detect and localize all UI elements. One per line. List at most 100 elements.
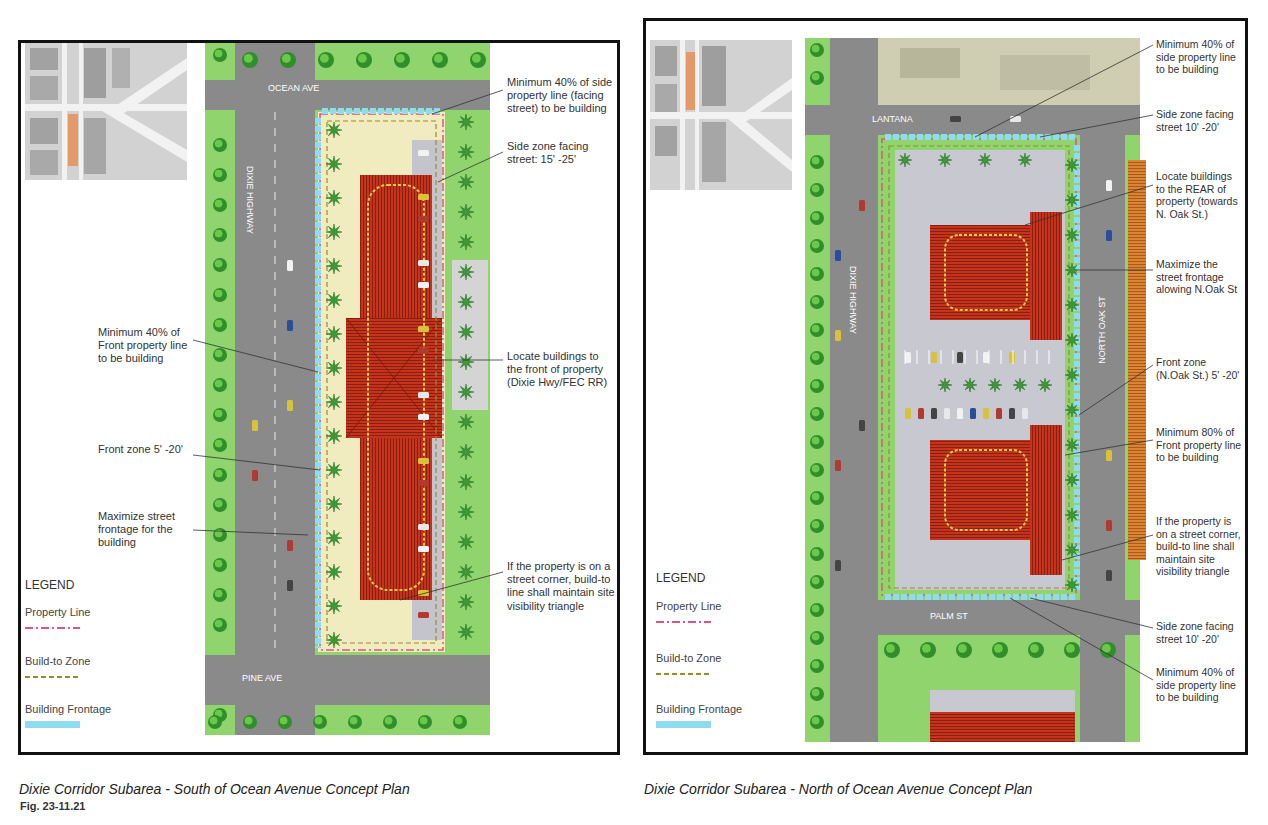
tree — [812, 269, 820, 277]
tree — [884, 642, 900, 658]
tree — [810, 407, 824, 421]
legend-label: Build-to Zone — [656, 652, 721, 665]
tree — [213, 618, 227, 632]
car — [1022, 408, 1028, 419]
tree — [215, 620, 223, 628]
tree — [810, 631, 824, 645]
palm-tree — [326, 564, 342, 580]
tree — [812, 157, 820, 165]
tree — [242, 52, 258, 68]
palm-tree — [1065, 228, 1079, 242]
palm-tree — [326, 190, 342, 206]
tree — [956, 642, 972, 658]
car — [1106, 450, 1112, 461]
car — [983, 408, 989, 419]
car — [287, 580, 293, 591]
car — [905, 352, 911, 363]
palm-tree — [326, 292, 342, 308]
tree — [394, 52, 410, 68]
car — [418, 392, 429, 398]
tree — [213, 48, 227, 62]
palm-tree — [1038, 378, 1052, 392]
palm-tree — [326, 360, 342, 376]
tree — [810, 323, 824, 337]
car — [835, 460, 841, 471]
north-site-plan — [805, 38, 1146, 742]
leader-line — [193, 340, 318, 372]
palm-tree — [458, 594, 474, 610]
car — [418, 458, 429, 464]
tree — [1028, 642, 1044, 658]
leader-line — [193, 455, 320, 470]
tree — [994, 644, 1003, 653]
tree — [810, 43, 824, 57]
palm-tree — [458, 114, 474, 130]
tree — [213, 258, 227, 272]
tree — [245, 717, 253, 725]
leader-line — [1062, 535, 1153, 560]
car — [950, 116, 961, 122]
tree — [213, 438, 227, 452]
palm-tree — [1065, 403, 1079, 417]
legend-label: Property Line — [25, 606, 90, 619]
tree — [810, 715, 824, 729]
panel-caption: Dixie Corridor Subarea - North of Ocean … — [644, 781, 1032, 798]
street-name: NORTH OAK ST — [1097, 296, 1108, 363]
tree — [432, 52, 448, 68]
tree — [215, 230, 223, 238]
car — [252, 420, 258, 431]
tree — [812, 493, 820, 501]
car — [1009, 352, 1015, 363]
car — [931, 352, 937, 363]
car — [252, 470, 258, 481]
car — [418, 194, 429, 200]
tree — [215, 380, 223, 388]
legend-swatch — [25, 721, 80, 728]
tree — [243, 715, 257, 729]
palm-tree — [1065, 578, 1079, 592]
tree — [455, 717, 463, 725]
tree — [470, 52, 486, 68]
palm-tree — [963, 378, 977, 392]
tree — [810, 687, 824, 701]
street-name: PALM ST — [930, 611, 968, 622]
tree — [215, 560, 223, 568]
car — [1106, 520, 1112, 531]
tree — [810, 575, 824, 589]
tree — [812, 437, 820, 445]
legend-label: Property Line — [656, 600, 721, 613]
palm-tree — [458, 234, 474, 250]
palm-tree — [988, 378, 1002, 392]
tree — [812, 633, 820, 641]
car — [287, 400, 293, 411]
parking-stripe — [1025, 350, 1026, 364]
tree — [213, 378, 227, 392]
tree — [812, 521, 820, 529]
street-name: DIXIE HIGHWAY — [245, 166, 256, 234]
tree — [213, 408, 227, 422]
palm-tree — [1065, 158, 1079, 172]
leader-line — [975, 45, 1153, 137]
tree — [812, 661, 820, 669]
callout-note: Locate buildings to the front of propert… — [507, 350, 615, 390]
tree — [213, 198, 227, 212]
car — [287, 540, 293, 551]
legend-line-sample — [656, 673, 711, 675]
parking-stripe — [1013, 350, 1014, 364]
palm-tree — [458, 174, 474, 190]
car — [859, 200, 865, 211]
tree — [810, 295, 824, 309]
parking-stripe — [1001, 350, 1002, 364]
tree — [215, 410, 223, 418]
tree — [453, 715, 467, 729]
car — [418, 216, 429, 222]
legend-label: Build-to Zone — [25, 655, 90, 668]
tree — [213, 498, 227, 512]
panel-caption: Dixie Corridor Subarea - South of Ocean … — [19, 781, 410, 798]
leader-line — [1025, 185, 1153, 225]
palm-tree — [326, 496, 342, 512]
palm-tree — [458, 204, 474, 220]
car — [957, 408, 963, 419]
palm-tree — [1065, 473, 1079, 487]
car — [287, 320, 293, 331]
